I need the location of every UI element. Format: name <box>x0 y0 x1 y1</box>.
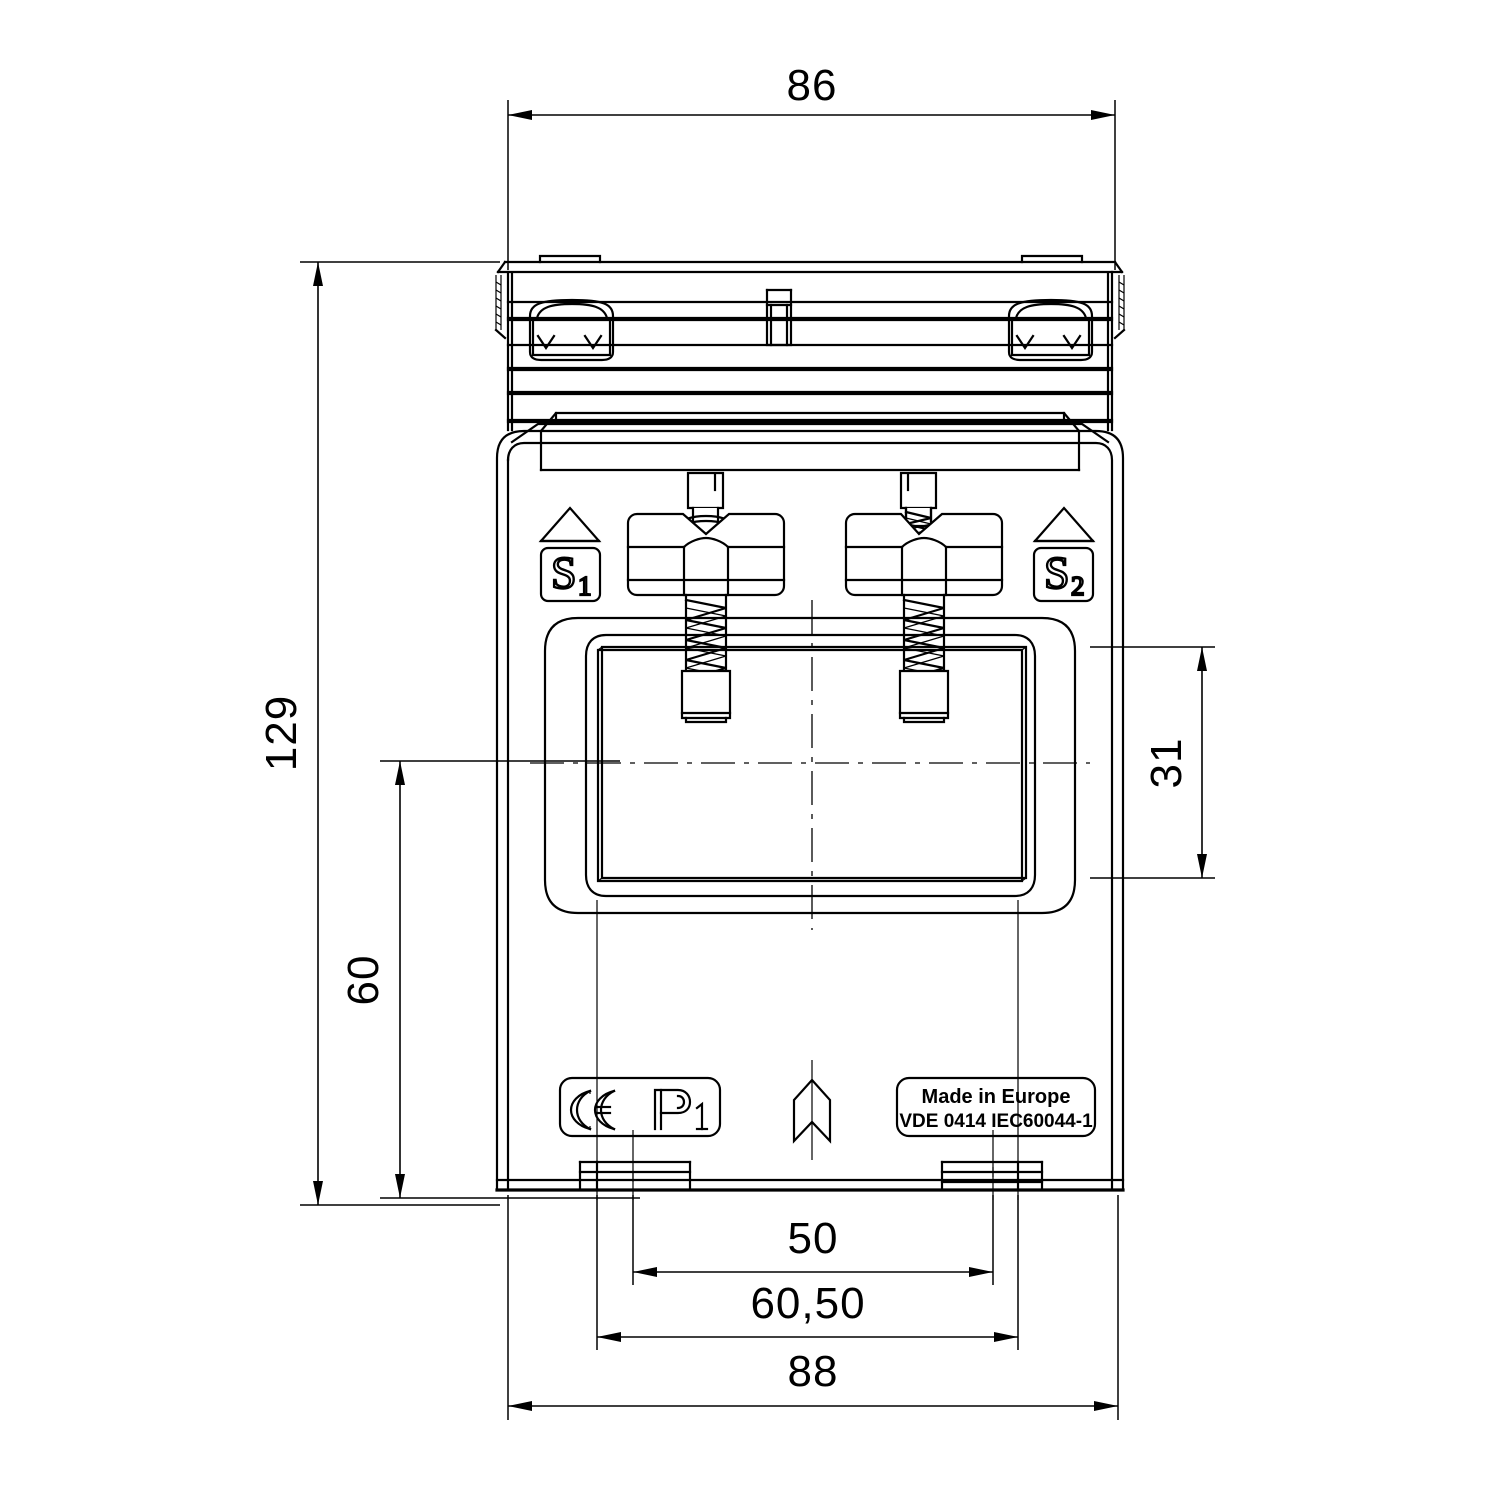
dimension-overall-height <box>300 261 500 1206</box>
made-in-europe-line1: Made in Europe <box>922 1086 1071 1108</box>
bottom-feet <box>578 1160 1044 1192</box>
dim-label-86: 86 <box>787 61 838 110</box>
dim-label-88: 88 <box>788 1347 839 1396</box>
main-body-outline <box>495 411 1125 1192</box>
dimension-top-width <box>507 100 1116 270</box>
dimension-foot-inner-span <box>632 1195 994 1285</box>
s2-letter: S <box>1044 547 1070 598</box>
terminal-marker-s2: S 2 <box>1032 506 1096 603</box>
screw-terminal-2 <box>844 471 1004 724</box>
terminal-marker-s1: S 1 <box>538 506 602 603</box>
plate-made-in-europe: Made in Europe VDE 0414 IEC60044-1 <box>895 1076 1097 1138</box>
s2-subscript: 2 <box>1071 571 1085 601</box>
dimension-window-height <box>1090 646 1215 879</box>
dim-label-60-50: 60,50 <box>750 1279 865 1328</box>
dim-label-31: 31 <box>1142 738 1191 789</box>
s1-letter: S <box>551 547 577 598</box>
dimension-foot-outer-span <box>596 1195 1019 1350</box>
dim-label-129: 129 <box>257 695 306 771</box>
dim-label-60: 60 <box>339 955 388 1006</box>
dimension-lower-height <box>380 760 640 1199</box>
plate-ce-p1 <box>558 1076 722 1138</box>
dimension-overall-width <box>507 1195 1119 1420</box>
construction-lines <box>596 900 1019 1200</box>
center-window-aperture <box>530 600 1090 930</box>
s1-subscript: 1 <box>578 571 592 601</box>
made-in-europe-line2: VDE 0414 IEC60044-1 <box>899 1111 1093 1132</box>
top-clip-assembly <box>494 254 1126 432</box>
screw-terminal-1 <box>626 471 786 724</box>
dim-label-50: 50 <box>788 1214 839 1263</box>
